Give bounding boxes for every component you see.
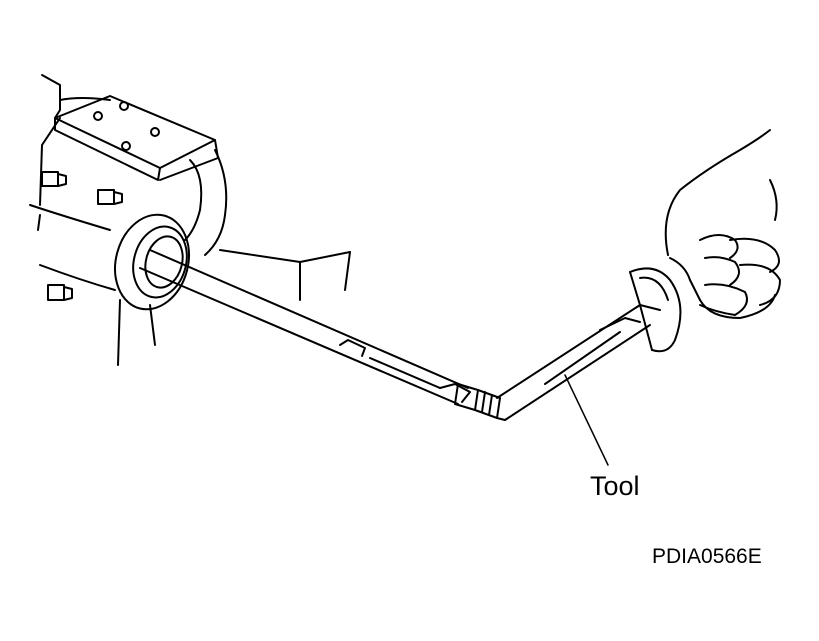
extension-shaft	[139, 249, 501, 419]
figure-code: PDIA0566E	[652, 545, 762, 568]
housing	[29, 74, 351, 366]
tool-callout-label: Tool	[590, 471, 640, 501]
tool-handle	[496, 267, 682, 421]
callout-leader-line	[564, 374, 609, 466]
hand-illustration	[664, 129, 781, 319]
